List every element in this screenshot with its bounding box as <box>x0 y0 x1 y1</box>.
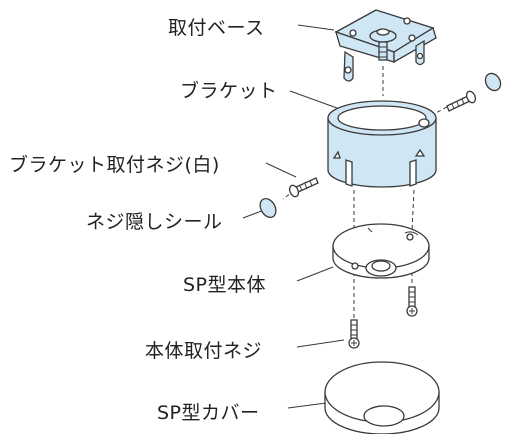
leader-sp-body <box>296 266 334 282</box>
label-sp-body: SP型本体 <box>183 274 267 296</box>
leader-body-screw <box>296 339 345 348</box>
mount-base-part <box>334 9 437 82</box>
right-screw-part <box>446 90 477 112</box>
body-screw-left <box>348 319 360 349</box>
bracket-part <box>327 100 437 188</box>
label-mount-base: 取付ベース <box>168 17 265 39</box>
label-screw-cover-seal: ネジ隠しシール <box>86 211 223 233</box>
leader-mount-base <box>297 24 335 31</box>
leader-sp-cover <box>287 402 327 409</box>
label-sp-cover: SP型カバー <box>157 402 260 424</box>
left-screw-part <box>288 177 319 198</box>
label-bracket: ブラケット <box>180 80 278 102</box>
right-seal-part <box>484 72 502 92</box>
sp-body-part <box>332 223 430 279</box>
leader-bracket-screw <box>265 162 297 178</box>
body-screw-right <box>406 286 418 317</box>
label-body-screw: 本体取付ネジ <box>145 340 263 362</box>
left-seal-part <box>259 198 277 218</box>
leader-seal <box>242 209 265 219</box>
sp-cover-part <box>324 361 440 434</box>
label-bracket-screw: ブラケット取付ネジ(白) <box>9 154 220 176</box>
